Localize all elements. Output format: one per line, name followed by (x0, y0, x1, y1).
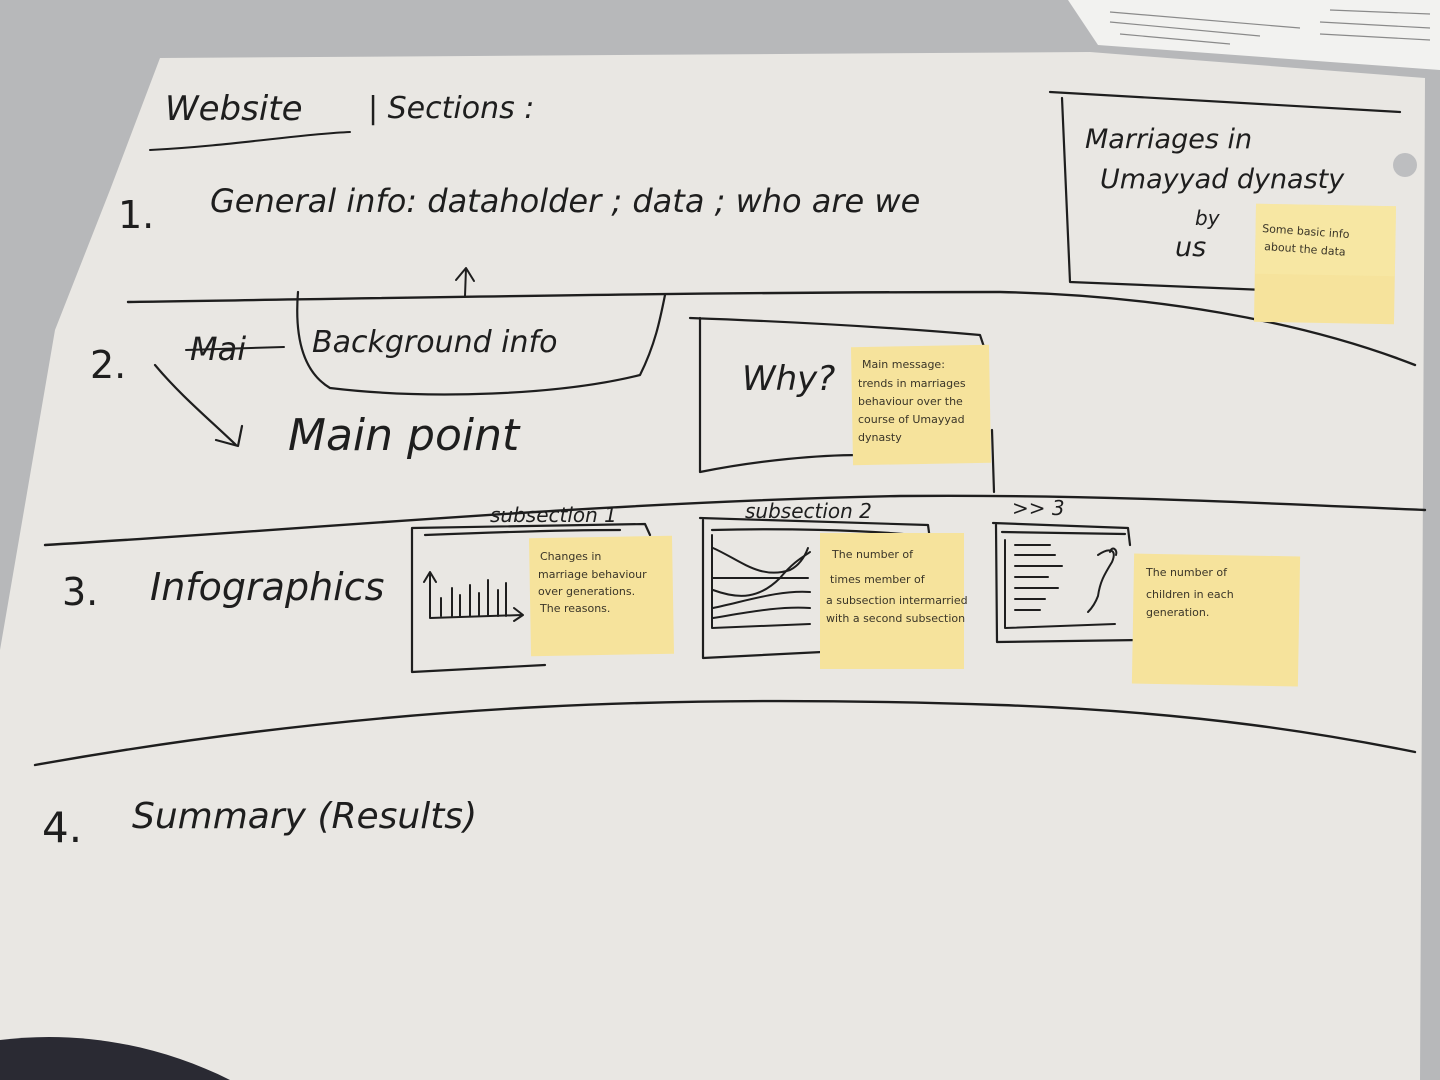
note-top-line1: Some basic info (1262, 222, 1350, 241)
sticky-note-main-message (850, 344, 992, 466)
summary-label: Summary (Results) (132, 796, 477, 837)
card-line2: Umayyad dynasty (1100, 164, 1345, 195)
card-line1: Marriages in (1085, 124, 1252, 155)
note-sub2-line3: a subsection intermarried (826, 594, 968, 607)
title-website: Website (165, 89, 303, 129)
note-sub2-line2: times member of (830, 573, 926, 586)
list-map-sketch (1004, 539, 1118, 629)
sticky-note-sub3 (1131, 553, 1301, 687)
why-card-frame (688, 316, 996, 494)
note-why-line1: Main message: (862, 358, 945, 371)
note-sub1-line3: over generations. (538, 585, 635, 598)
card-line3: by (1195, 206, 1221, 230)
section1-text: General info: dataholder ; data ; who ar… (210, 182, 920, 220)
dark-object (0, 1036, 230, 1080)
why-label: Why? (742, 359, 835, 399)
up-arrow (455, 267, 475, 297)
background-bracket (296, 290, 667, 396)
section2-number: 2. (90, 343, 126, 387)
infographics-label: Infographics (150, 565, 384, 609)
note-sub3-line1: The number of (1145, 566, 1228, 579)
note-sub2-line1: The number of (831, 548, 914, 561)
note-why-line2: trends in marriages (858, 377, 966, 390)
strike-through (185, 346, 285, 351)
note-sub3-line2: children in each (1146, 588, 1234, 601)
title-underline (149, 131, 351, 151)
note-sub1-line4: The reasons. (539, 602, 610, 615)
down-arrow (153, 363, 244, 448)
note-why-line4: course of Umayyad (858, 413, 965, 426)
subsection1-label: subsection 1 (490, 503, 617, 527)
section1-number: 1. (118, 193, 154, 237)
title-sections: | Sections : (368, 91, 534, 126)
background-info-label: Background info (312, 325, 557, 360)
title-card-frame (1048, 90, 1402, 292)
note-why-line5: dynasty (858, 431, 902, 444)
note-why-line3: behaviour over the (858, 395, 963, 408)
punch-hole (1393, 153, 1417, 177)
sticky-note-shade (1254, 203, 1397, 277)
subsection1-frame (410, 522, 652, 674)
sticky-note-sub2 (820, 533, 964, 669)
handout-text-lines (1109, 9, 1431, 45)
card-line4: us (1175, 232, 1206, 263)
note-sub3-line3: generation. (1146, 606, 1209, 619)
note-sub1-line2: marriage behaviour (538, 568, 647, 581)
main-point-label: Main point (288, 410, 521, 461)
subsection3-frame (991, 521, 1142, 644)
section4-number: 4. (42, 803, 82, 852)
note-sub2-line4: with a second subsection (826, 612, 965, 625)
note-top-line2: about the data (1264, 240, 1346, 259)
bar-chart-sketch (423, 571, 524, 622)
subsection3-label: >> 3 (1012, 496, 1065, 520)
section3-number: 3. (62, 570, 98, 614)
note-sub1-line1: Changes in (540, 550, 601, 563)
line-chart-sketch (711, 534, 811, 629)
sticky-note-sub1 (528, 535, 675, 657)
